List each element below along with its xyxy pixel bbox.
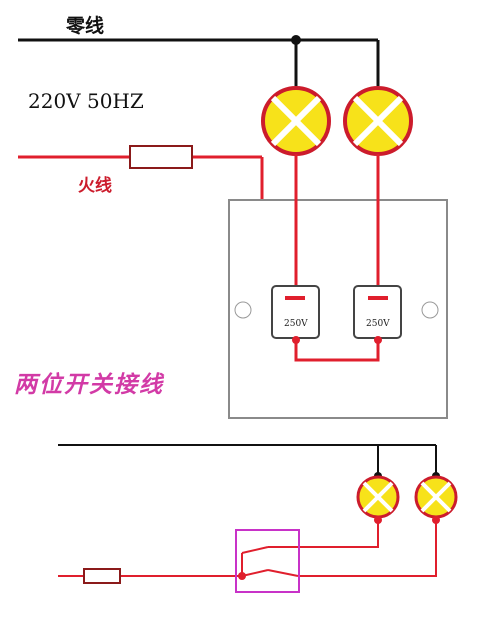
switch-panel xyxy=(228,199,448,419)
neutral-junction-dot xyxy=(291,35,301,45)
wire-switch-common xyxy=(294,338,380,362)
switch-right-rating: 250V xyxy=(366,319,390,329)
fuse-bottom xyxy=(83,568,121,584)
switch-left-rating: 250V xyxy=(284,319,308,329)
double-switch-box xyxy=(235,529,300,593)
diagram-title: 两位开关接线 xyxy=(14,371,165,398)
lamp-left-icon xyxy=(261,86,331,156)
switch-right-terminal xyxy=(374,336,382,344)
supply-spec-label: 220V 50HZ xyxy=(28,89,144,113)
rocker-switch-left: 250V xyxy=(271,285,320,339)
lamp-right-icon xyxy=(343,86,413,156)
panel-screw-right xyxy=(421,301,439,319)
live-wire-label: 火线 xyxy=(78,175,112,196)
panel-screw-left xyxy=(234,301,252,319)
switch-pivot xyxy=(238,572,246,580)
rocker-switch-right: 250V xyxy=(353,285,402,339)
neutral-wire-top xyxy=(18,38,380,86)
live-wire-bottom xyxy=(58,520,437,577)
lamp-small-left-icon xyxy=(356,475,400,519)
switch-left-terminal xyxy=(292,336,300,344)
neutral-wire-label: 零线 xyxy=(65,14,104,37)
fuse-top xyxy=(129,145,193,169)
lamp-small-right-icon xyxy=(414,475,458,519)
double-switch-contacts xyxy=(241,546,299,577)
